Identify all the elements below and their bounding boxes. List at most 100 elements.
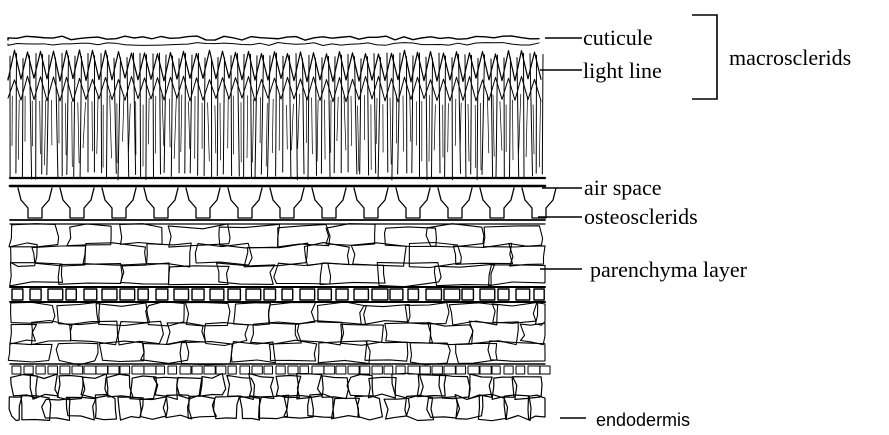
macrosclerid-lumen bbox=[266, 103, 267, 166]
compressed-cell bbox=[228, 289, 240, 300]
osteosclerid-cell bbox=[438, 188, 472, 218]
macrosclerids-bracket bbox=[692, 15, 717, 99]
small-cell bbox=[348, 366, 359, 374]
osteosclerid-cell bbox=[186, 188, 220, 218]
osteosclerid-cell bbox=[354, 188, 388, 218]
parenchyma-cell bbox=[67, 224, 111, 246]
macrosclerid-lumen bbox=[429, 95, 430, 161]
osteosclerid-cell bbox=[312, 188, 346, 218]
macrosclerid-lumen bbox=[410, 96, 411, 141]
small-cell bbox=[264, 366, 272, 374]
macrosclerid-lumen bbox=[83, 102, 86, 147]
macrosclerid-lumen bbox=[215, 106, 216, 153]
macrosclerid-wall bbox=[459, 54, 461, 173]
small-cell bbox=[36, 366, 45, 374]
parenchyma-cell bbox=[434, 264, 494, 286]
label-macrosclerids: macrosclerids bbox=[729, 45, 851, 70]
macrosclerid-wall bbox=[426, 57, 427, 179]
compressed-cell bbox=[30, 289, 41, 300]
small-cell bbox=[528, 366, 540, 374]
small-cell bbox=[108, 366, 119, 374]
small-cell bbox=[504, 366, 513, 374]
inner-parenchyma-cell bbox=[234, 303, 271, 325]
small-cell bbox=[252, 366, 262, 374]
macrosclerid-wall bbox=[465, 55, 466, 179]
osteosclerid-cell bbox=[480, 188, 514, 218]
macrosclerid-lumen bbox=[292, 104, 294, 150]
inner-parenchyma-cell bbox=[360, 305, 410, 325]
small-cell bbox=[384, 366, 393, 374]
macrosclerid-wall bbox=[268, 56, 271, 178]
label-osteosclerids: osteosclerids bbox=[584, 204, 698, 229]
macrosclerid-wall bbox=[491, 59, 493, 178]
macrosclerid-wall bbox=[160, 53, 161, 174]
macrosclerid-lumen bbox=[519, 94, 521, 153]
macrosclerid-wall bbox=[67, 56, 69, 175]
compressed-cell bbox=[408, 289, 418, 300]
small-cell bbox=[228, 366, 236, 374]
endodermis-cell bbox=[11, 375, 38, 399]
macrosclerid-lumen bbox=[526, 96, 527, 156]
label-light-line: light line bbox=[583, 58, 662, 83]
compressed-cell bbox=[534, 289, 544, 300]
osteosclerid-cell bbox=[270, 188, 304, 218]
endodermis-cell bbox=[130, 376, 157, 399]
parenchyma-cell bbox=[9, 224, 59, 247]
macrosclerid-lumen bbox=[155, 96, 156, 153]
macrosclerid-lumen bbox=[110, 96, 112, 158]
macrosclerid-lumen bbox=[253, 99, 254, 162]
macrosclerid-wall bbox=[412, 56, 413, 173]
small-cell bbox=[204, 366, 215, 374]
osteosclerid-cell bbox=[228, 188, 262, 218]
compressed-cell bbox=[210, 289, 224, 300]
macrosclerid-wall bbox=[496, 55, 498, 178]
small-cell bbox=[96, 366, 108, 374]
macrosclerid-lumen bbox=[455, 99, 456, 145]
small-cell bbox=[516, 366, 525, 374]
macrosclerid-lumen bbox=[169, 99, 170, 147]
macrosclerid-wall bbox=[80, 57, 81, 178]
macrosclerid-lumen bbox=[174, 96, 176, 159]
parenchyma-cell bbox=[489, 265, 545, 286]
compressed-cell bbox=[516, 289, 530, 300]
parenchyma-cell bbox=[426, 224, 484, 247]
macrosclerid-wall bbox=[482, 55, 485, 175]
macrosclerid-wall bbox=[296, 54, 297, 180]
compressed-cell bbox=[390, 289, 403, 300]
small-cell bbox=[12, 366, 21, 374]
macrosclerid-lumen bbox=[298, 94, 300, 148]
macrosclerid-lumen bbox=[44, 100, 45, 165]
macrosclerid-lumen bbox=[40, 101, 41, 154]
small-cell bbox=[144, 366, 156, 374]
macrosclerid-lumen bbox=[500, 102, 502, 151]
endodermis-cell bbox=[95, 395, 116, 420]
macrosclerid-wall bbox=[392, 55, 394, 180]
macrosclerid-wall bbox=[134, 53, 136, 174]
small-cell bbox=[72, 366, 83, 374]
macrosclerid-lumen bbox=[287, 105, 288, 149]
macrosclerid-lumen bbox=[97, 95, 98, 154]
macrosclerid-lumen bbox=[129, 104, 131, 152]
label-air-space: air space bbox=[584, 175, 662, 200]
macrosclerid-wall bbox=[107, 56, 108, 178]
macrosclerid-lumen bbox=[351, 96, 352, 146]
endodermis-cell bbox=[66, 397, 96, 420]
small-cell bbox=[168, 366, 177, 374]
macrosclerid-wall bbox=[30, 56, 32, 179]
compressed-cell bbox=[372, 289, 388, 300]
small-cell bbox=[540, 366, 550, 374]
osteosclerid-cell bbox=[102, 188, 136, 218]
endodermis-cell bbox=[240, 397, 260, 420]
osteosclerid-cell bbox=[60, 188, 94, 218]
small-cell bbox=[288, 366, 298, 374]
macrosclerid-wall bbox=[231, 56, 232, 176]
macrosclerid-lumen bbox=[403, 96, 404, 151]
macrosclerid-wall bbox=[378, 57, 380, 178]
small-cell bbox=[300, 366, 308, 374]
macrosclerid-lumen bbox=[493, 95, 494, 156]
endodermis-cell bbox=[140, 397, 167, 420]
macrosclerid-wall bbox=[510, 58, 511, 178]
macrosclerid-lumen bbox=[272, 99, 273, 153]
macrosclerid-lumen bbox=[390, 98, 391, 164]
inner-parenchyma-cell bbox=[405, 303, 449, 324]
